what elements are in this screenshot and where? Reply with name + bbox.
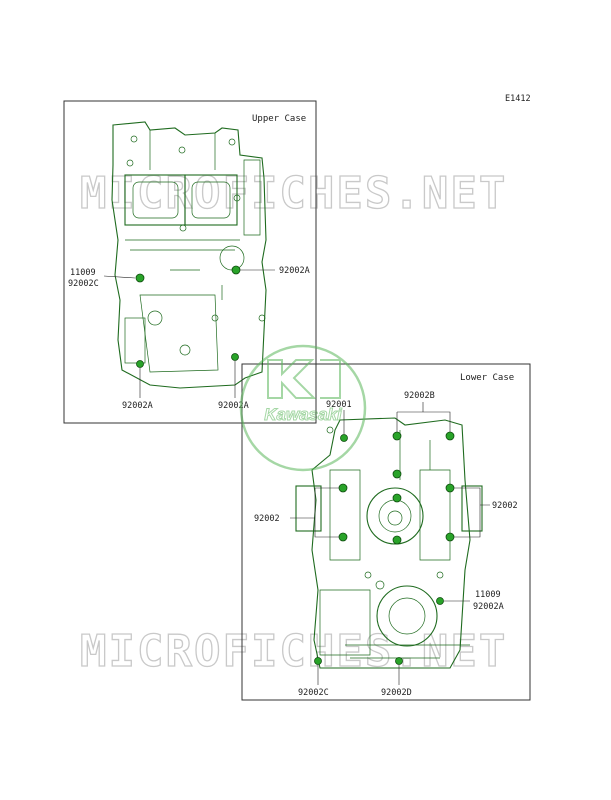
kawasaki-logo: Kawasaki bbox=[239, 344, 367, 472]
bolt-lower-92002c bbox=[314, 657, 322, 665]
bolt-lower-92002-right-bottom bbox=[445, 532, 455, 542]
upper-label-11009: 11009 bbox=[70, 268, 96, 278]
bolt-lower-mid-b bbox=[392, 493, 402, 503]
lower-label-92002a: 92002A bbox=[473, 602, 504, 612]
lower-label-92001: 92001 bbox=[326, 400, 352, 410]
upper-label-92002a-right: 92002A bbox=[279, 266, 310, 276]
bolt-lower-92002d bbox=[395, 657, 403, 665]
lower-label-92002b: 92002B bbox=[404, 391, 435, 401]
bolt-lower-92002b-left bbox=[392, 431, 402, 441]
upper-case-frame bbox=[63, 100, 317, 424]
bolt-upper-11009 bbox=[135, 273, 145, 283]
watermark-bottom: MICROFICHES.NET bbox=[80, 626, 507, 677]
lower-case-drawing bbox=[295, 417, 483, 669]
lower-case-title: Lower Case bbox=[460, 373, 514, 383]
upper-label-92002c: 92002C bbox=[68, 279, 99, 289]
kawasaki-logo-text: Kawasaki bbox=[264, 405, 343, 424]
bolt-lower-92002-left-bottom bbox=[338, 532, 348, 542]
upper-case-panel: Upper Case bbox=[63, 100, 317, 424]
bolt-lower-92002-left-top bbox=[338, 483, 348, 493]
lower-label-92002d: 92002D bbox=[381, 688, 412, 698]
watermark-top: MICROFICHES.NET bbox=[80, 168, 507, 219]
lower-case-frame bbox=[241, 363, 531, 701]
upper-label-92002a-left: 92002A bbox=[122, 401, 153, 411]
bolt-lower-mid-c bbox=[392, 535, 402, 545]
bolt-upper-92002a-left bbox=[136, 360, 144, 368]
bolt-upper-92002a-bottom bbox=[231, 353, 239, 361]
diagram-id: E1412 bbox=[505, 94, 531, 104]
lower-label-92002-right: 92002 bbox=[492, 501, 518, 511]
lower-label-11009: 11009 bbox=[475, 590, 501, 600]
bolt-lower-mid-a bbox=[392, 469, 402, 479]
bolt-lower-92002-right-top bbox=[445, 483, 455, 493]
upper-case-title: Upper Case bbox=[252, 114, 306, 124]
bolt-upper-92002a-right bbox=[231, 265, 241, 275]
lower-label-92002c: 92002C bbox=[298, 688, 329, 698]
bolt-lower-11009 bbox=[436, 597, 444, 605]
lower-label-92002-left: 92002 bbox=[254, 514, 280, 524]
upper-case-drawing bbox=[111, 121, 267, 389]
bolt-lower-92002b-right bbox=[445, 431, 455, 441]
bolt-lower-92001 bbox=[340, 434, 348, 442]
lower-case-panel: Lower Case bbox=[241, 363, 531, 701]
upper-label-92002a-bottom: 92002A bbox=[218, 401, 249, 411]
